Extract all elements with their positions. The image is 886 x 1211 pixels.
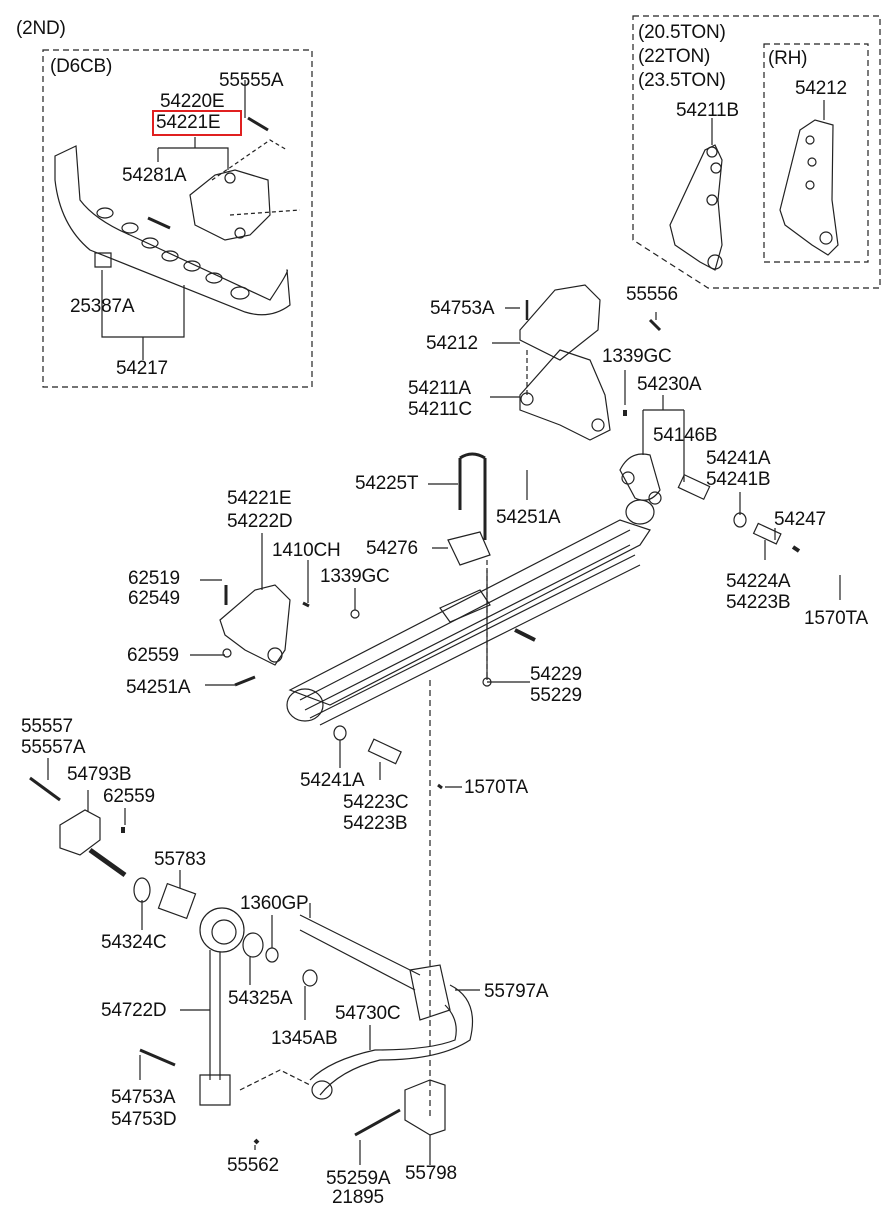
part-label[interactable]: 54241A bbox=[706, 448, 771, 469]
part-label[interactable]: 62519 bbox=[128, 568, 180, 589]
part-label[interactable]: 54212 bbox=[795, 78, 847, 99]
part-label[interactable]: 54221E bbox=[227, 488, 292, 509]
part-label[interactable]: 1570TA bbox=[804, 608, 868, 629]
part-label[interactable]: 55562 bbox=[227, 1155, 279, 1176]
part-label[interactable]: 21895 bbox=[332, 1187, 384, 1208]
ton-group-box bbox=[632, 15, 881, 289]
highlight-box-54221E bbox=[152, 110, 242, 136]
part-label[interactable]: 54247 bbox=[774, 509, 826, 530]
part-label[interactable]: 62559 bbox=[127, 645, 179, 666]
part-label[interactable]: 1410CH bbox=[272, 540, 341, 561]
shackle-54230A bbox=[619, 453, 662, 505]
part-label[interactable]: 54229 bbox=[530, 664, 582, 685]
part-label[interactable]: 54324C bbox=[101, 932, 167, 953]
part-label[interactable]: 25387A bbox=[70, 296, 135, 317]
part-label[interactable]: 54241A bbox=[300, 770, 365, 791]
part-label[interactable]: 62549 bbox=[128, 588, 180, 609]
part-label[interactable]: 54276 bbox=[366, 538, 418, 559]
part-label[interactable]: 54224A bbox=[726, 571, 791, 592]
part-label[interactable]: 54325A bbox=[228, 988, 293, 1009]
part-label[interactable]: 55783 bbox=[154, 849, 206, 870]
part-label[interactable]: 54753A bbox=[111, 1087, 176, 1108]
part-label[interactable]: 55229 bbox=[530, 685, 582, 706]
part-label[interactable]: 1345AB bbox=[271, 1028, 338, 1049]
bracket-54212-rh bbox=[779, 119, 839, 256]
part-label[interactable]: 54251A bbox=[496, 507, 561, 528]
section-label-22ton: (22TON) bbox=[638, 46, 711, 67]
part-label[interactable]: 54241B bbox=[706, 469, 771, 490]
part-label[interactable]: 55555A bbox=[219, 70, 284, 91]
part-label[interactable]: 55556 bbox=[626, 284, 678, 305]
crossmember-54217 bbox=[54, 145, 291, 316]
part-label[interactable]: 54223B bbox=[726, 592, 791, 613]
d6cb-group-box bbox=[42, 49, 313, 388]
part-label[interactable]: 54753A bbox=[430, 298, 495, 319]
part-label[interactable]: 54212 bbox=[426, 333, 478, 354]
part-label[interactable]: 1339GC bbox=[602, 346, 672, 367]
part-label[interactable]: 62559 bbox=[103, 786, 155, 807]
rh-group-box bbox=[763, 43, 869, 263]
part-label[interactable]: 54793B bbox=[67, 764, 132, 785]
leaf-spring bbox=[286, 499, 655, 726]
part-label[interactable]: 54223B bbox=[343, 813, 408, 834]
section-label-rh: (RH) bbox=[768, 48, 808, 69]
part-label[interactable]: 54730C bbox=[335, 1003, 401, 1024]
part-label[interactable]: 1360GP bbox=[240, 893, 309, 914]
part-label-highlighted[interactable]: 54221E bbox=[156, 112, 221, 133]
section-label-20-5ton: (20.5TON) bbox=[638, 22, 726, 43]
bracket-54221E bbox=[189, 169, 271, 241]
section-label-d6cb: (D6CB) bbox=[50, 56, 113, 77]
part-label[interactable]: 54211C bbox=[408, 399, 472, 420]
part-label[interactable]: 54211A bbox=[408, 378, 471, 399]
stabilizer-bar-54730C bbox=[299, 914, 474, 1100]
shackle-54793B bbox=[59, 809, 127, 878]
part-label[interactable]: 54222D bbox=[227, 511, 293, 532]
link-54722D bbox=[199, 907, 245, 1106]
part-label[interactable]: 54281A bbox=[122, 165, 187, 186]
bracket-54211B bbox=[669, 144, 723, 271]
part-label[interactable]: 54223C bbox=[343, 792, 409, 813]
bracket-54212 bbox=[519, 284, 601, 361]
part-label[interactable]: 54146B bbox=[653, 425, 718, 446]
part-label[interactable]: 54220E bbox=[160, 91, 225, 112]
part-label[interactable]: 55557A bbox=[21, 737, 86, 758]
part-label[interactable]: 54753D bbox=[111, 1109, 177, 1130]
part-label[interactable]: 55797A bbox=[484, 981, 549, 1002]
part-label[interactable]: 54225T bbox=[355, 473, 419, 494]
part-label[interactable]: 55259A bbox=[326, 1168, 391, 1189]
part-label[interactable]: 54230A bbox=[637, 374, 702, 395]
bracket-55798 bbox=[404, 1079, 446, 1136]
section-label-2nd: (2ND) bbox=[16, 18, 66, 39]
part-label[interactable]: 1339GC bbox=[320, 566, 390, 587]
part-label[interactable]: 55557 bbox=[21, 716, 73, 737]
bracket-54211A bbox=[519, 349, 611, 441]
part-label[interactable]: 54251A bbox=[126, 677, 191, 698]
part-label[interactable]: 54217 bbox=[116, 358, 168, 379]
part-label[interactable]: 54211B bbox=[676, 100, 739, 121]
part-label[interactable]: 55798 bbox=[405, 1163, 457, 1184]
part-label[interactable]: 1570TA bbox=[464, 777, 528, 798]
part-label[interactable]: 54722D bbox=[101, 1000, 167, 1021]
section-label-23-5ton: (23.5TON) bbox=[638, 70, 726, 91]
